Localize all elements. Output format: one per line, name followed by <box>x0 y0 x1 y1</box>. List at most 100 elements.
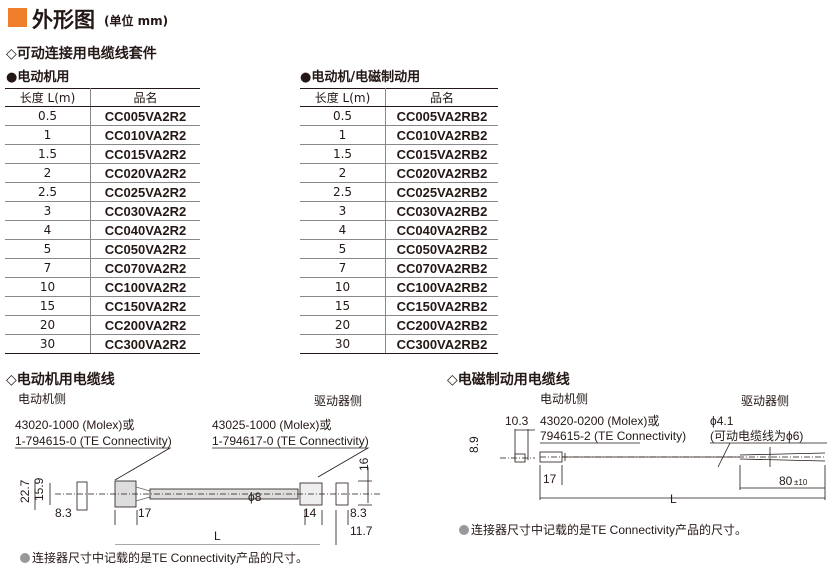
product-name-cell: CC300VA2R2 <box>90 334 200 354</box>
product-name-cell: CC015VA2R2 <box>90 144 200 164</box>
length-cell: 5 <box>5 239 91 259</box>
length-cell: 2 <box>300 163 386 183</box>
product-name-cell: CC005VA2RB2 <box>385 106 498 126</box>
phi-label: ϕ4.1 <box>710 414 734 428</box>
product-name-cell: CC200VA2RB2 <box>385 315 498 335</box>
product-name-cell: CC030VA2R2 <box>90 201 200 221</box>
motor-table-title: ●电动机用 <box>6 70 70 85</box>
dim-L: L <box>214 529 221 543</box>
dim-tolerance: ±10 <box>794 478 808 487</box>
note-text: 连接器尺寸中记载的是TE Connectivity产品的尺寸。 <box>471 523 748 537</box>
conn2-label: 1-794617-0 (TE Connectivity) <box>212 434 369 448</box>
dim-22-7: 22.7 <box>18 479 32 503</box>
length-cell: 15 <box>5 296 91 316</box>
dim-L: L <box>670 492 677 506</box>
length-cell: 4 <box>300 220 386 240</box>
product-name-cell: CC300VA2RB2 <box>385 334 498 354</box>
dim-8-9: 8.9 <box>467 436 481 453</box>
dim-8-3: 8.3 <box>55 506 72 520</box>
product-name-cell: CC150VA2R2 <box>90 296 200 316</box>
length-cell: 15 <box>300 296 386 316</box>
dim-17: 17 <box>138 506 152 520</box>
motor-cable-drawing: 电动机侧 驱动器侧 43020-1000 (Molex)或 1-794615-0… <box>15 392 380 545</box>
length-cell: 1.5 <box>5 144 91 164</box>
length-cell: 2.5 <box>5 182 91 202</box>
motor-cable-title: ◇电动机用电缆线 <box>6 372 115 388</box>
dim-phi8: ϕ8 <box>248 490 262 504</box>
length-cell: 4 <box>5 220 91 240</box>
length-cell: 2 <box>5 163 91 183</box>
product-name-cell: CC030VA2RB2 <box>385 201 498 221</box>
brake-cable-note: 连接器尺寸中记载的是TE Connectivity产品的尺寸。 <box>459 521 747 538</box>
product-name-cell: CC070VA2R2 <box>90 258 200 278</box>
length-cell: 7 <box>300 258 386 278</box>
dim-14: 14 <box>303 506 317 520</box>
brake-cable-title: ◇电磁制动用电缆线 <box>447 372 570 388</box>
length-cell: 3 <box>5 201 91 221</box>
product-name-cell: CC020VA2R2 <box>90 163 200 183</box>
length-cell: 5 <box>300 239 386 259</box>
dim-11-7: 11.7 <box>350 524 373 538</box>
unit-label: (单位 mm) <box>104 14 169 28</box>
length-cell: 10 <box>300 277 386 297</box>
length-cell: 20 <box>5 315 91 335</box>
bullet-icon <box>20 553 30 563</box>
product-name-cell: CC050VA2RB2 <box>385 239 498 259</box>
product-name-cell: CC015VA2RB2 <box>385 144 498 164</box>
driver-side-label: 驱动器侧 <box>314 394 362 408</box>
product-name-cell: CC020VA2RB2 <box>385 163 498 183</box>
length-cell: 0.5 <box>5 106 91 126</box>
length-cell: 1 <box>300 125 386 145</box>
conn2-label: 43025-1000 (Molex)或 <box>212 418 331 432</box>
product-name-cell: CC010VA2RB2 <box>385 125 498 145</box>
product-name-cell: CC005VA2R2 <box>90 106 200 126</box>
length-cell: 7 <box>5 258 91 278</box>
motor-side-label: 电动机侧 <box>18 392 66 406</box>
length-cell: 2.5 <box>300 182 386 202</box>
conn1-label: 1-794615-0 (TE Connectivity) <box>15 434 172 448</box>
set-section-title: ◇可动连接用电缆线套件 <box>6 46 157 62</box>
col-name: 品名 <box>385 88 498 107</box>
page-title: 外形图 <box>32 8 95 32</box>
dim-80: 80 <box>779 474 793 488</box>
dim-8-3: 8.3 <box>350 506 367 520</box>
dim-15-9: 15.9 <box>32 477 46 501</box>
product-name-cell: CC100VA2RB2 <box>385 277 498 297</box>
driver-side-label: 驱动器侧 <box>741 394 789 408</box>
note-text: 连接器尺寸中记载的是TE Connectivity产品的尺寸。 <box>32 551 309 565</box>
product-name-cell: CC040VA2R2 <box>90 220 200 240</box>
brake-cable-drawing: 电动机侧 驱动器侧 43020-0200 (Molex)或 794615-2 (… <box>467 392 827 506</box>
dim-16: 16 <box>357 457 371 471</box>
motor-cable-note: 连接器尺寸中记载的是TE Connectivity产品的尺寸。 <box>20 549 308 566</box>
length-cell: 1.5 <box>300 144 386 164</box>
product-name-cell: CC025VA2RB2 <box>385 182 498 202</box>
length-cell: 30 <box>300 334 386 354</box>
product-name-cell: CC070VA2RB2 <box>385 258 498 278</box>
conn-label: 794615-2 (TE Connectivity) <box>540 429 686 443</box>
col-length: 长度 L(m) <box>5 88 91 107</box>
col-length: 长度 L(m) <box>300 88 386 107</box>
